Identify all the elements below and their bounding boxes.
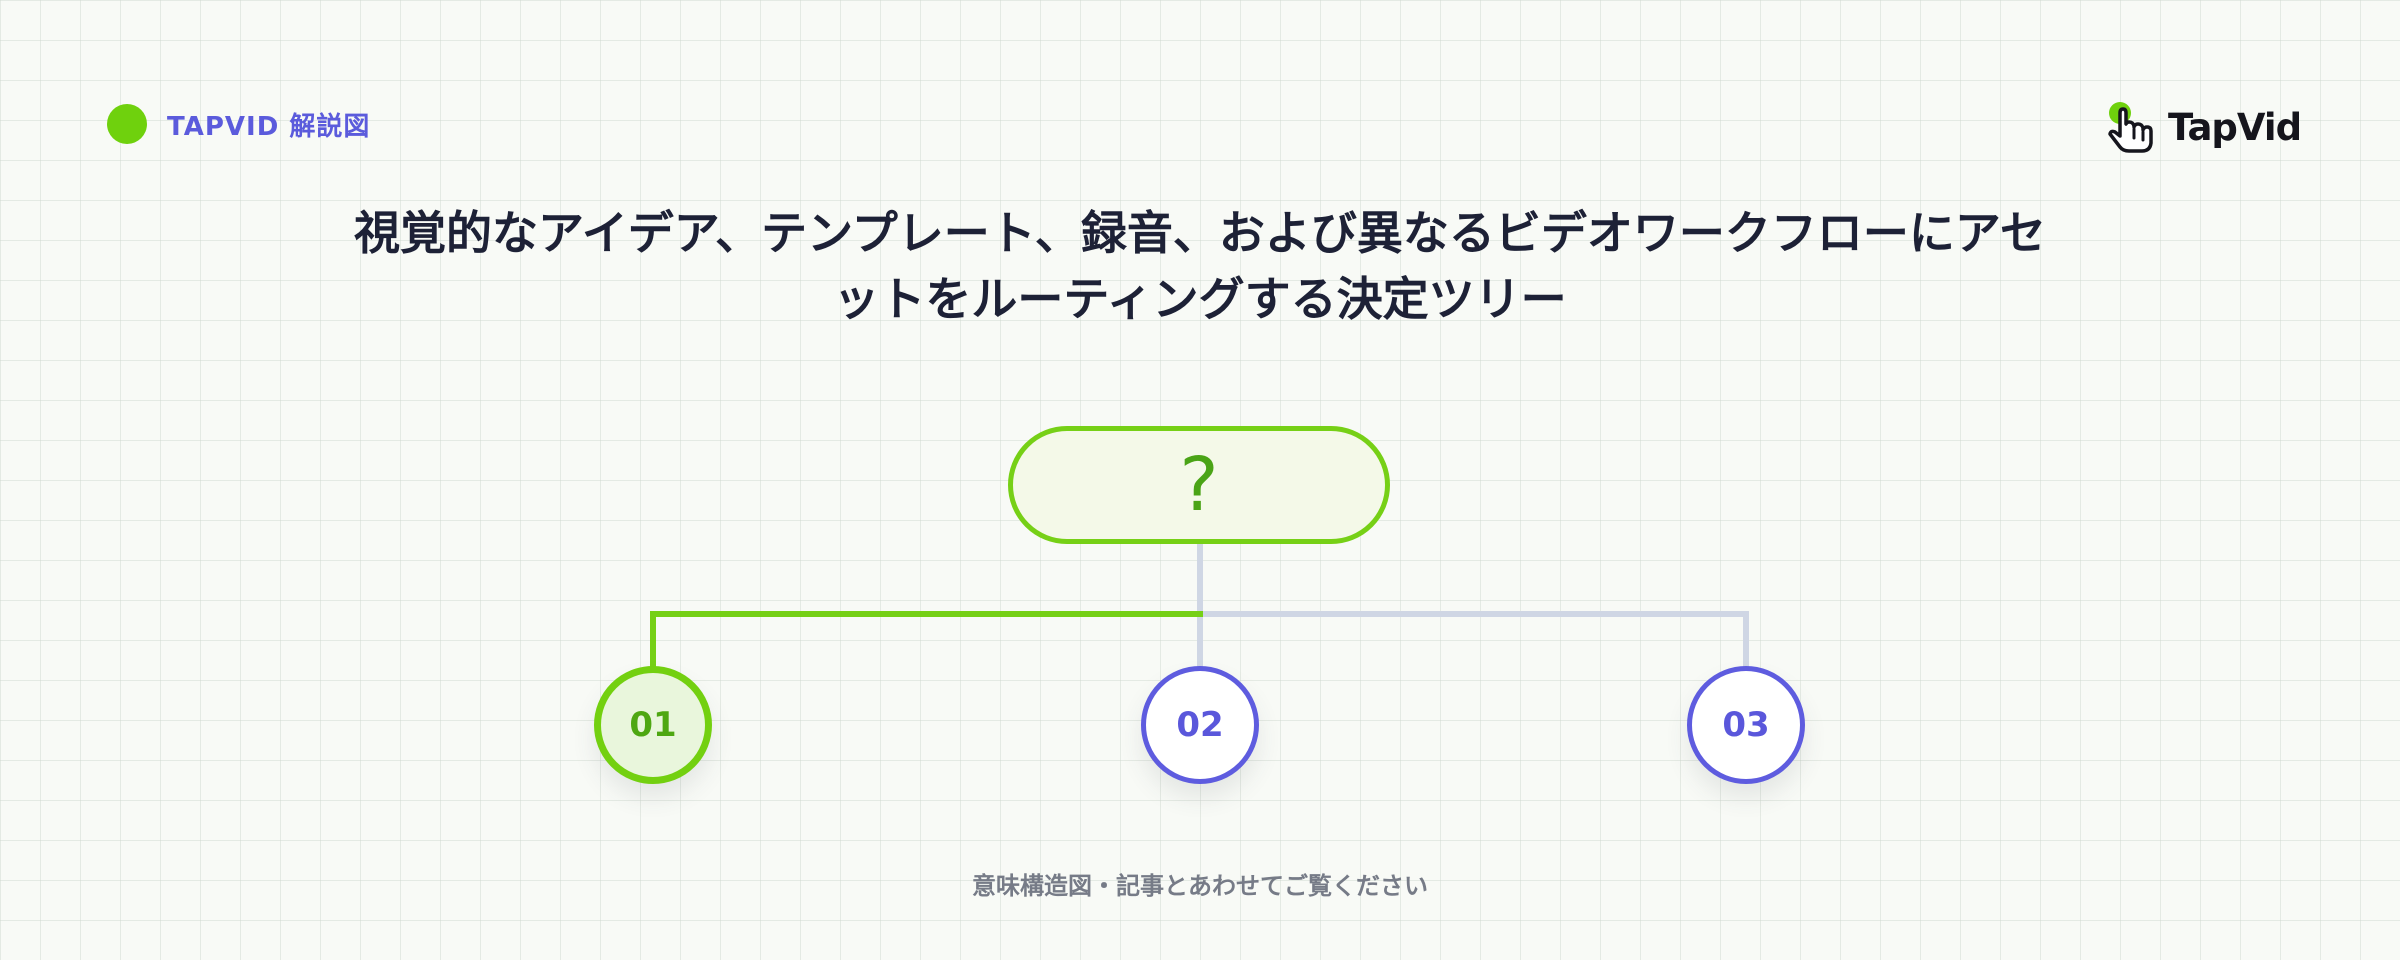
leaf-node-02: 02 — [1141, 666, 1259, 784]
leaf-node-01: 01 — [594, 666, 712, 784]
title-line-2: ットをルーティングする決定ツリー — [833, 272, 1567, 326]
leaf-node-03: 03 — [1687, 666, 1805, 784]
connector-to-03 — [1197, 611, 1749, 675]
hand-pointer-icon — [2108, 102, 2153, 153]
title-line-1: 視覚的なアイデア、テンプレート、録音、および異なるビデオワークフローにアセ — [354, 206, 2046, 260]
leaf-label-03: 03 — [1722, 705, 1770, 745]
tag-label: TAPVID 解説図 — [167, 111, 371, 142]
root-question-label: ? — [1179, 442, 1219, 528]
connector-to-01 — [650, 611, 1203, 675]
leaf-label-01: 01 — [629, 705, 677, 745]
root-decision-node: ? — [1008, 426, 1390, 544]
footer-caption: 意味構造図・記事とあわせてご覧ください — [972, 872, 1428, 900]
leaf-label-02: 02 — [1176, 705, 1224, 745]
page-title: 視覚的なアイデア、テンプレート、録音、および異なるビデオワークフローにアセ ット… — [240, 200, 2160, 332]
header-tag: TAPVID 解説図 — [107, 104, 370, 144]
brand-logo: TapVid — [2106, 100, 2302, 158]
brand-name: TapVid — [2168, 106, 2302, 149]
tag-dot-icon — [107, 104, 147, 144]
